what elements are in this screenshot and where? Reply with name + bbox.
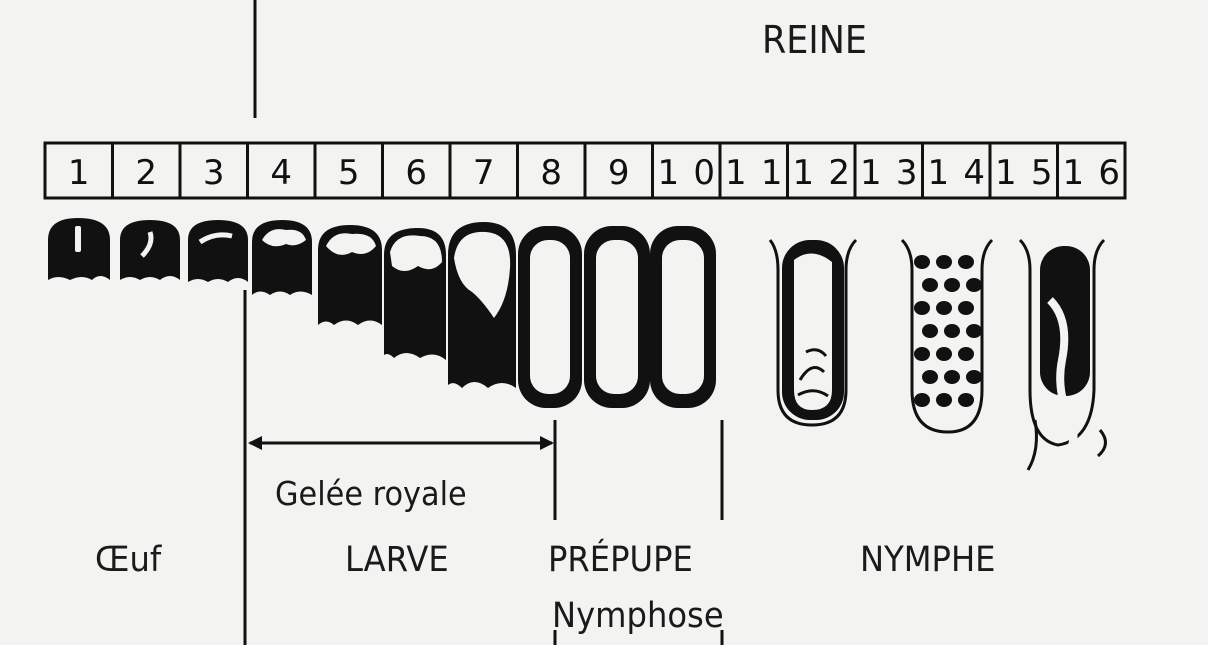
- day-number: 7: [473, 153, 495, 193]
- nymph-spot: [922, 278, 938, 292]
- day-number: 2: [135, 153, 157, 193]
- nymph-spot: [966, 370, 982, 384]
- day-number: 1: [68, 153, 90, 193]
- day-number: 10: [658, 153, 716, 193]
- gelee-royale-arrow: [248, 436, 554, 450]
- day-number: 16: [1063, 153, 1121, 193]
- nymph-spot: [936, 393, 952, 407]
- nymph-spot: [966, 324, 982, 338]
- nymph-spot: [914, 347, 930, 361]
- day-number: 5: [338, 153, 360, 193]
- nymph-spotted-cell: [914, 255, 982, 407]
- day-number: 4: [270, 153, 292, 193]
- nymph-spot: [958, 347, 974, 361]
- nymph-spot: [922, 324, 938, 338]
- diagram-title: REINE: [762, 18, 867, 62]
- nymph-spot: [958, 393, 974, 407]
- stage-label-oeuf: Œuf: [95, 540, 161, 580]
- nymph-spot: [944, 370, 960, 384]
- nymph-spot: [958, 301, 974, 315]
- nymph-spot: [922, 370, 938, 384]
- stage-label-nymphose: Nymphose: [552, 596, 724, 636]
- nymph-spot: [914, 301, 930, 315]
- day-number: 3: [203, 153, 225, 193]
- day-number: 9: [608, 153, 630, 193]
- day-number: 6: [405, 153, 427, 193]
- stage-label-larve: LARVE: [345, 540, 449, 580]
- day-number: 14: [928, 153, 986, 193]
- nymph-spot: [944, 278, 960, 292]
- stage-label-nymphe: NYMPHE: [860, 540, 996, 580]
- day-number: 8: [540, 153, 562, 193]
- nymph-spot: [936, 255, 952, 269]
- stage-label-prepupe: PRÉPUPE: [548, 540, 693, 580]
- nymph-spot: [914, 393, 930, 407]
- nymph-spot: [936, 347, 952, 361]
- day-number: 13: [860, 153, 918, 193]
- prepupa-cells: [518, 226, 716, 408]
- gelee-royale-label: Gelée royale: [275, 474, 467, 513]
- larva-cells: [252, 220, 516, 388]
- day-number: 12: [793, 153, 851, 193]
- nymph-spot: [944, 324, 960, 338]
- nymph-spot: [966, 278, 982, 292]
- day-number: 15: [995, 153, 1053, 193]
- nymph-spot: [914, 255, 930, 269]
- egg-cells: [48, 218, 248, 282]
- day-number: 11: [725, 153, 783, 193]
- nymph-spot: [958, 255, 974, 269]
- nymph-spot: [936, 301, 952, 315]
